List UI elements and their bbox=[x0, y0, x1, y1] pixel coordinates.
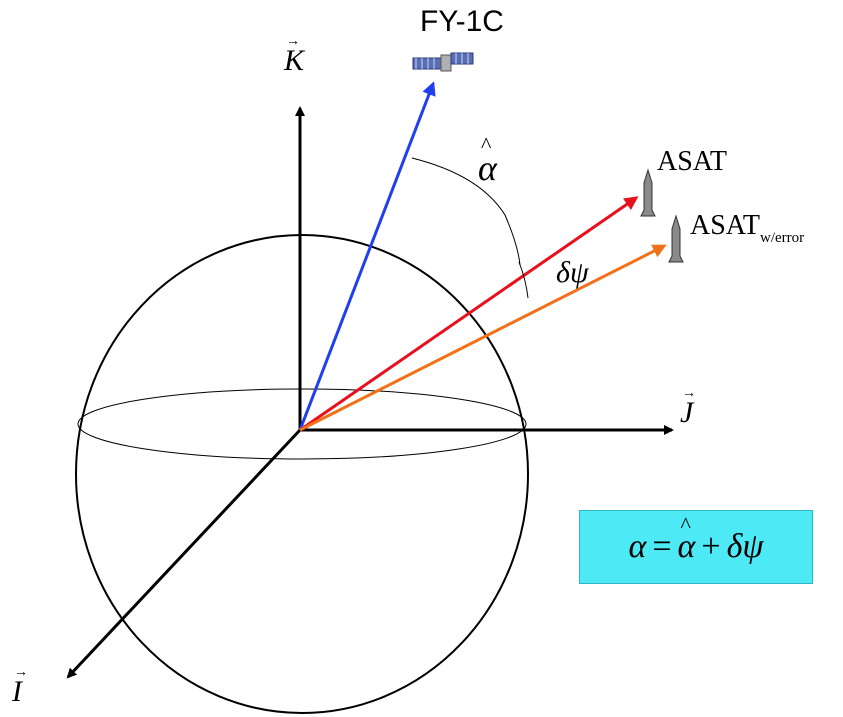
formula-box: α = ^α + δψ bbox=[579, 510, 813, 584]
k-axis-label: →K bbox=[284, 34, 305, 77]
asat-error-label-sub: w/error bbox=[760, 230, 805, 246]
satellite-label: FY-1C bbox=[420, 5, 504, 38]
alpha-hat-arc bbox=[411, 157, 521, 266]
sphere-outline bbox=[75, 234, 529, 714]
fy1c-vector bbox=[298, 81, 436, 431]
asat-vector bbox=[299, 196, 639, 432]
asat-error-label: ASATw/error bbox=[690, 210, 804, 246]
sphere-equator bbox=[77, 388, 527, 460]
asat-error-label-main: ASAT bbox=[690, 210, 761, 241]
satellite-icon bbox=[412, 52, 474, 72]
i-axis bbox=[66, 428, 302, 679]
asat-label: ASAT bbox=[657, 146, 728, 177]
asat-error-vector bbox=[299, 244, 667, 432]
asat-missile-icon bbox=[640, 168, 656, 217]
j-axis-label: →J bbox=[680, 386, 696, 429]
formula-equals: = bbox=[652, 528, 672, 565]
asat-error-missile-icon bbox=[668, 214, 684, 263]
formula-lhs: α bbox=[628, 528, 647, 565]
formula-delta-psi: δψ bbox=[726, 528, 764, 565]
alpha-hat-label: ^α bbox=[478, 132, 497, 188]
formula-plus: + bbox=[701, 528, 721, 565]
delta-psi-arc bbox=[518, 261, 529, 299]
i-axis-label: →I bbox=[12, 665, 28, 708]
delta-psi-label: δψ bbox=[556, 256, 589, 289]
formula-alpha-hat: ^α bbox=[677, 512, 696, 565]
